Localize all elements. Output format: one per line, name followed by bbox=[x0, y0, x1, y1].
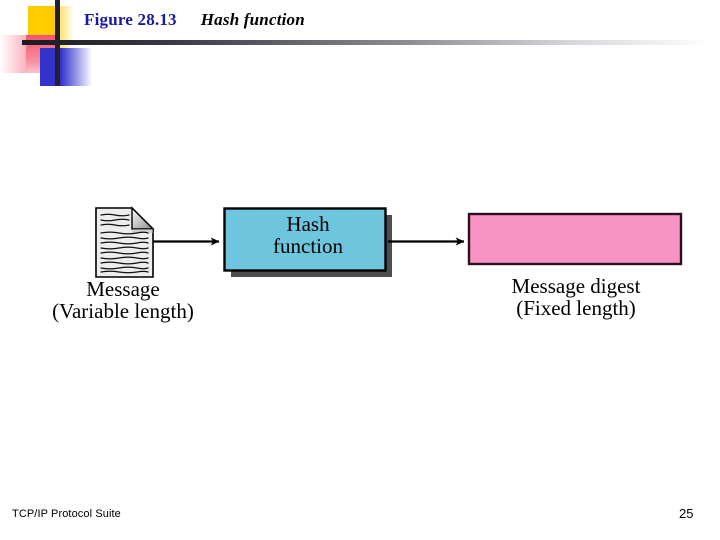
footer-page-number: 25 bbox=[679, 506, 694, 521]
hash-label-line2: function bbox=[273, 234, 343, 259]
message-label: Message (Variable length) bbox=[28, 278, 218, 322]
footer-book-title: TCP/IP Protocol Suite bbox=[12, 508, 121, 520]
slide-title: Figure 28.13 Hash function bbox=[84, 10, 305, 30]
header-horizontal-rule bbox=[22, 40, 712, 45]
digest-label-line1: Message digest bbox=[511, 274, 641, 298]
hash-label-line1: Hash bbox=[286, 212, 330, 236]
figure-caption: Hash function bbox=[200, 10, 305, 29]
header-vertical-rule bbox=[55, 0, 60, 86]
hash-function-box-label: Hash function bbox=[228, 213, 388, 257]
message-label-line1: Message bbox=[86, 277, 160, 301]
message-digest-label: Message digest (Fixed length) bbox=[468, 275, 684, 319]
digest-label-line2: (Fixed length) bbox=[516, 296, 636, 321]
document-icon bbox=[95, 206, 155, 278]
figure-number: Figure 28.13 bbox=[84, 10, 177, 29]
message-digest-box bbox=[467, 212, 683, 266]
message-label-line2: (Variable length) bbox=[52, 299, 194, 324]
header-decoration bbox=[0, 0, 720, 95]
